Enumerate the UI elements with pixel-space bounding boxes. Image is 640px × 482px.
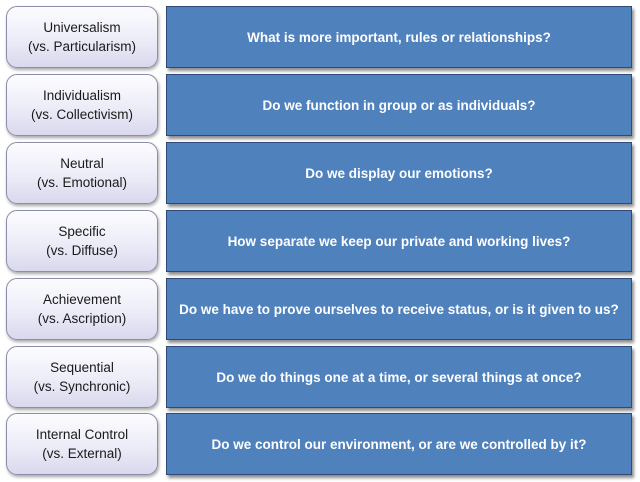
dimension-label: Sequential — [50, 360, 114, 375]
dimension-row-individualism: Individualism (vs. Collectivism) Do we f… — [6, 74, 632, 136]
dimension-question: Do we display our emotions? — [305, 165, 493, 181]
dimension-sublabel: (vs. Emotional) — [36, 175, 128, 190]
dimension-sublabel: (vs. Collectivism) — [30, 107, 133, 122]
dimension-label-box: Specific (vs. Diffuse) — [6, 210, 158, 272]
dimension-label: Universalism — [43, 20, 121, 35]
dimension-label-box: Neutral (vs. Emotional) — [6, 142, 158, 204]
dimension-question-box: What is more important, rules or relatio… — [166, 6, 632, 68]
dimension-row-sequential: Sequential (vs. Synchronic) Do we do thi… — [6, 346, 632, 408]
dimension-label: Achievement — [42, 292, 122, 307]
dimension-label-box: Sequential (vs. Synchronic) — [6, 346, 158, 408]
dimension-label: Specific — [58, 224, 106, 239]
dimension-question-box: Do we display our emotions? — [166, 142, 632, 204]
dimension-label-box: Universalism (vs. Particularism) — [6, 6, 158, 68]
dimension-question-box: Do we have to prove ourselves to receive… — [166, 278, 632, 340]
dimension-row-achievement: Achievement (vs. Ascription) Do we have … — [6, 278, 632, 340]
dimension-question: How separate we keep our private and wor… — [227, 233, 571, 249]
dimension-row-universalism: Universalism (vs. Particularism) What is… — [6, 6, 632, 68]
dimension-sublabel: (vs. Diffuse) — [46, 243, 118, 258]
dimension-sublabel: (vs. Synchronic) — [33, 379, 131, 394]
dimension-row-specific: Specific (vs. Diffuse) How separate we k… — [6, 210, 632, 272]
dimension-label-box: Internal Control (vs. External) — [6, 413, 158, 475]
dimension-question: Do we control our environment, or are we… — [211, 436, 587, 452]
dimension-label-box: Achievement (vs. Ascription) — [6, 278, 158, 340]
dimension-question: Do we function in group or as individual… — [262, 97, 536, 113]
dimension-question-box: Do we control our environment, or are we… — [166, 413, 632, 475]
dimension-row-internal-control: Internal Control (vs. External) Do we co… — [6, 413, 632, 475]
dimension-question: What is more important, rules or relatio… — [247, 29, 551, 45]
dimension-sublabel: (vs. Particularism) — [27, 39, 136, 54]
dimension-label: Neutral — [60, 156, 104, 171]
dimension-row-neutral: Neutral (vs. Emotional) Do we display ou… — [6, 142, 632, 204]
dimension-label-box: Individualism (vs. Collectivism) — [6, 74, 158, 136]
dimension-sublabel: (vs. Ascription) — [37, 311, 127, 326]
dimension-sublabel: (vs. External) — [42, 446, 122, 461]
dimension-label: Individualism — [42, 88, 122, 103]
dimension-question: Do we do things one at a time, or severa… — [216, 369, 582, 385]
dimension-question: Do we have to prove ourselves to receive… — [179, 301, 619, 317]
dimension-question-box: Do we do things one at a time, or severa… — [166, 346, 632, 408]
dimension-question-box: Do we function in group or as individual… — [166, 74, 632, 136]
dimension-question-box: How separate we keep our private and wor… — [166, 210, 632, 272]
dimension-label: Internal Control — [35, 427, 129, 442]
